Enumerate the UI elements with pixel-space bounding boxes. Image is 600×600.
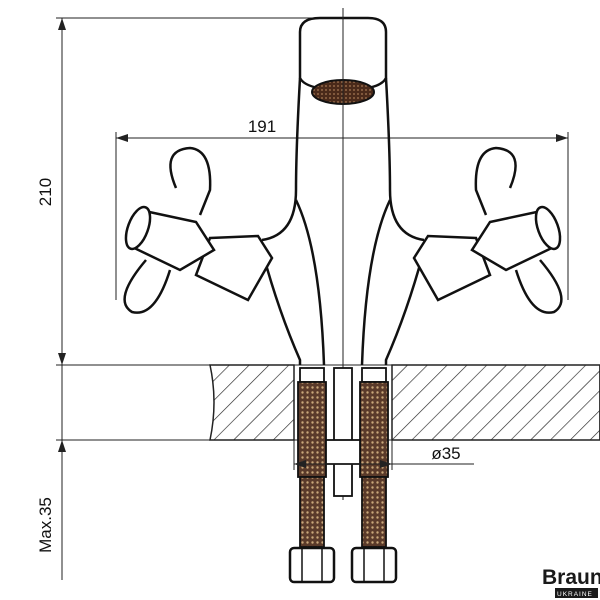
logo-brand: Brauni	[542, 566, 600, 589]
brand-logo: Brauni UKRAINE	[542, 566, 600, 598]
diameter-dimension: ø35	[293, 440, 474, 470]
mounting-stud	[325, 367, 361, 497]
countertop-section	[56, 364, 600, 441]
width-dimension: 191	[115, 117, 569, 300]
left-handle	[123, 146, 274, 314]
max-thickness-dimension: Max.35	[36, 365, 270, 580]
logo-sub: UKRAINE	[557, 591, 593, 598]
max-thickness-label: Max.35	[36, 497, 55, 553]
flex-hose-right	[350, 367, 398, 584]
height-label: 210	[36, 178, 55, 206]
flex-hose-left	[288, 367, 336, 584]
diameter-label: ø35	[431, 444, 460, 463]
right-handle	[412, 146, 563, 314]
width-label: 191	[248, 117, 276, 136]
